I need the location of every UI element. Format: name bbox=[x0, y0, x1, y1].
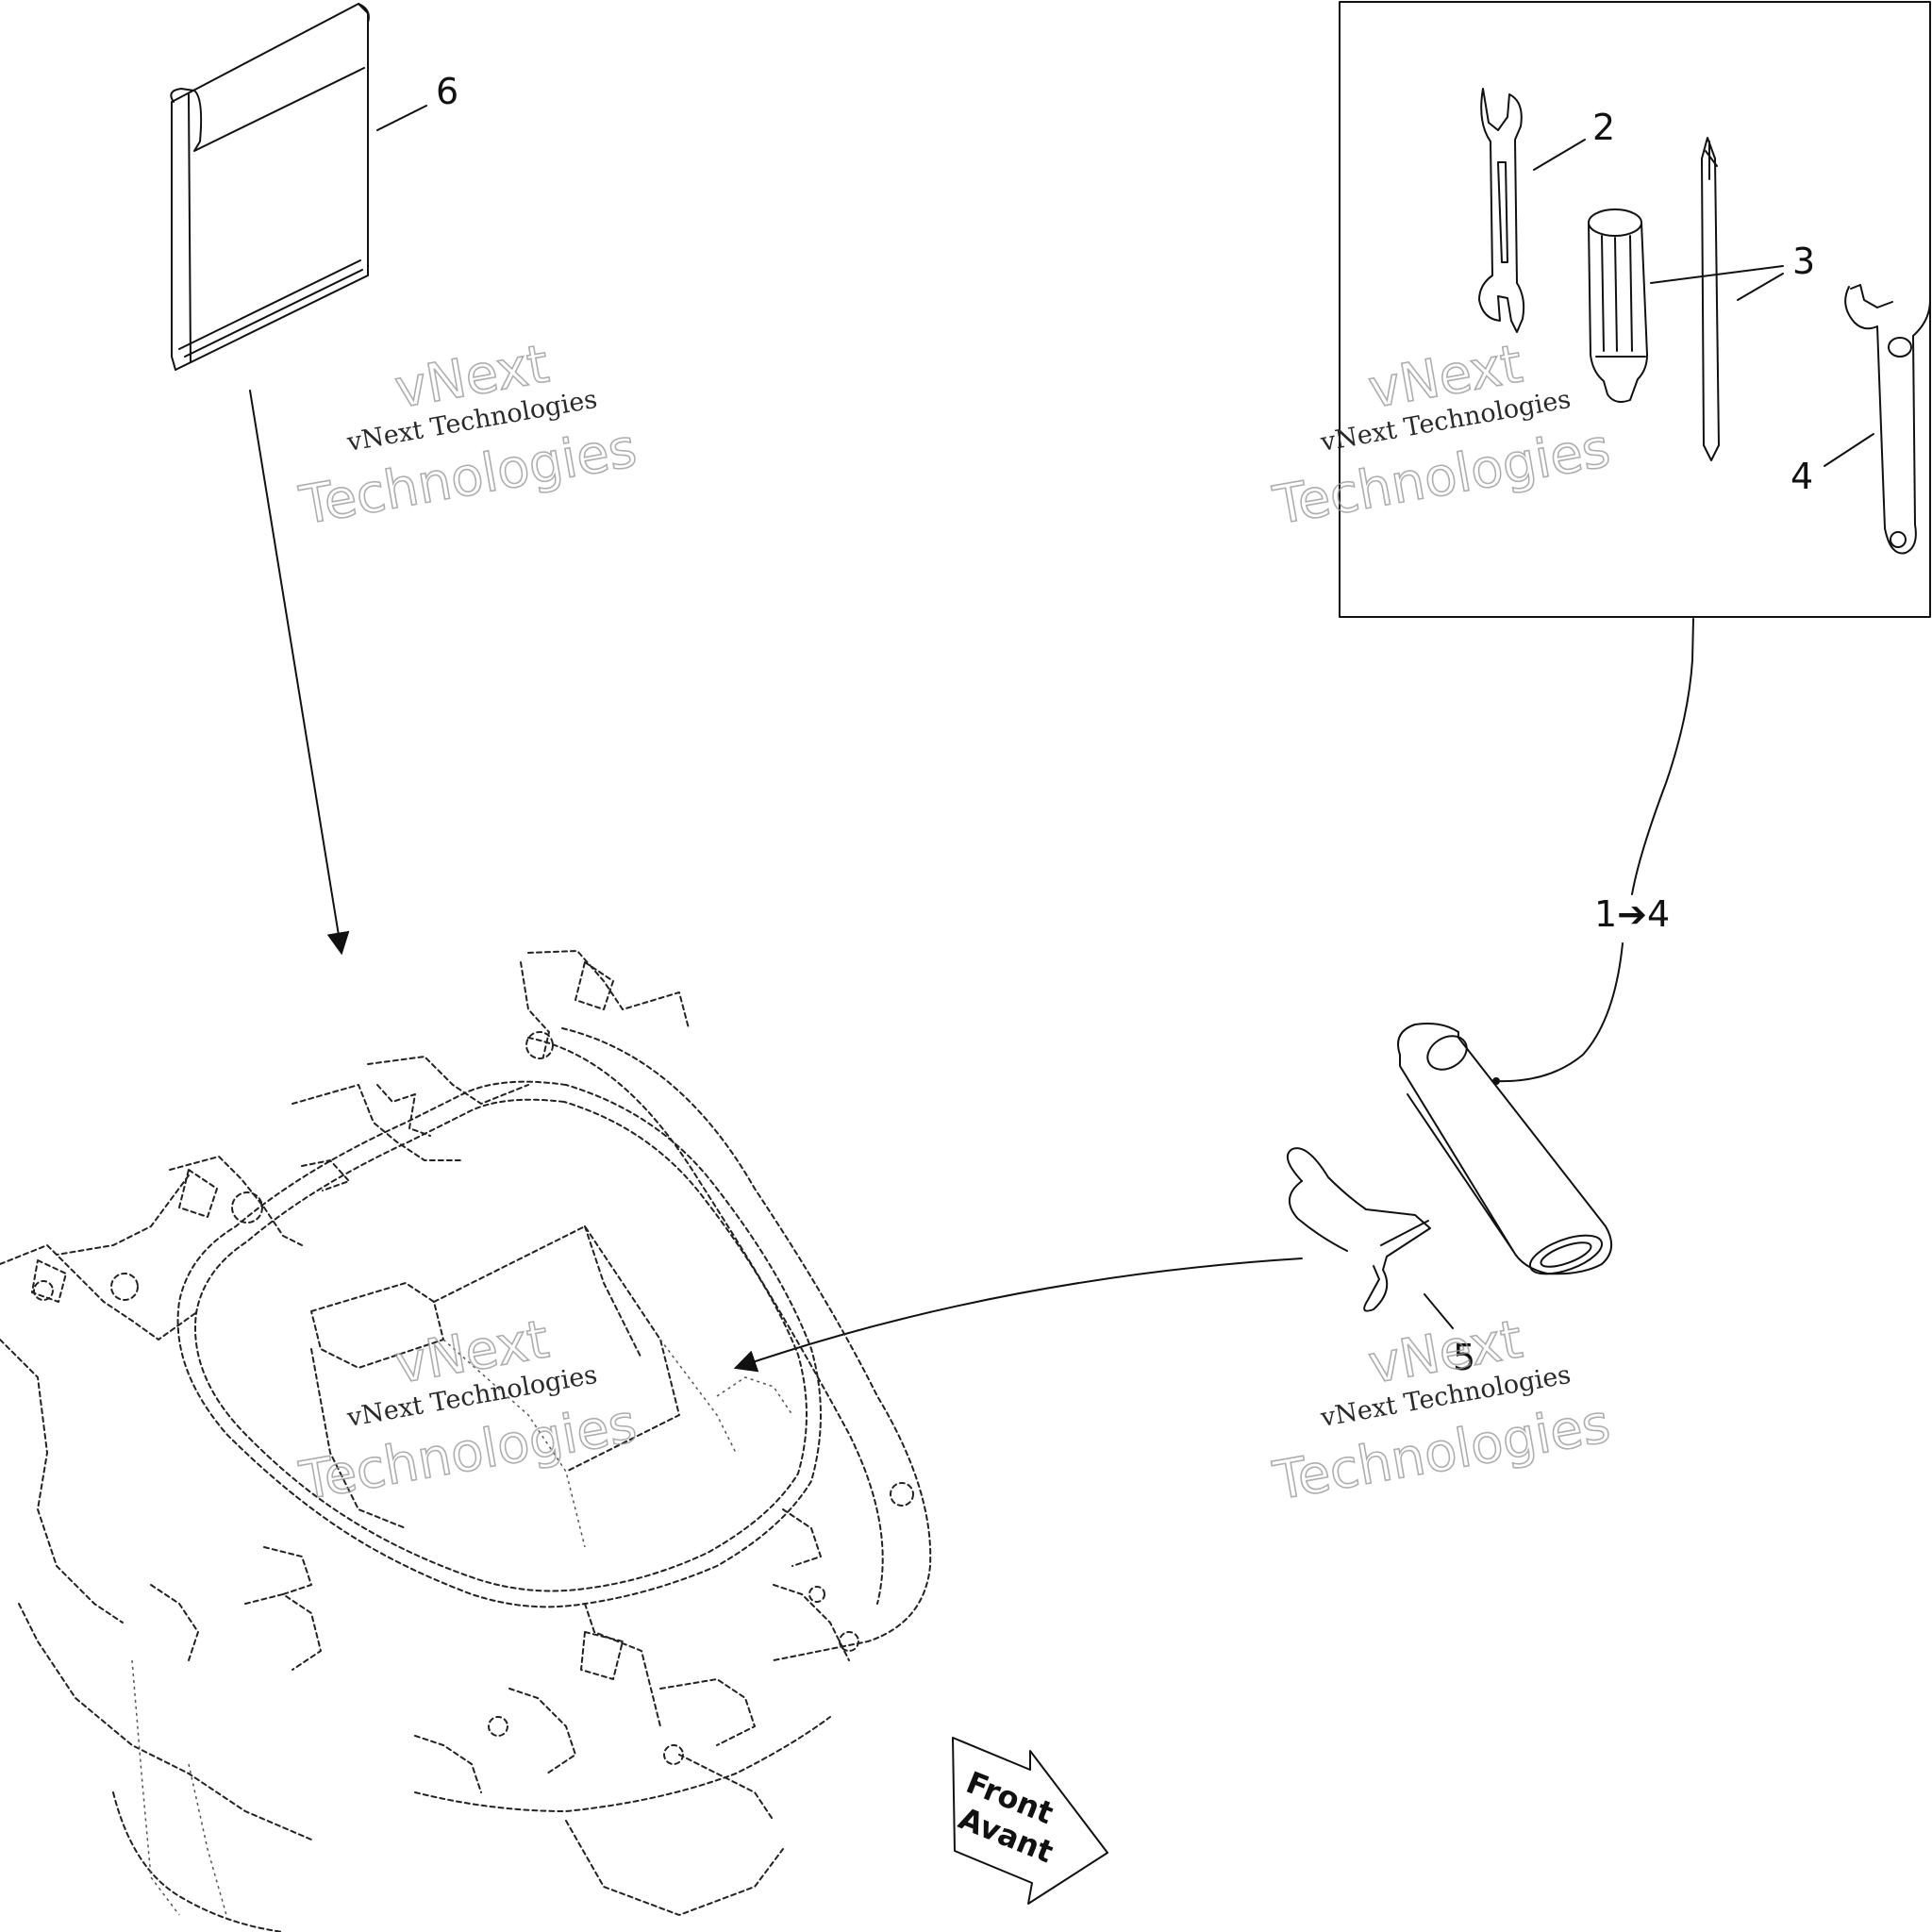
spanner-wrench bbox=[1844, 284, 1931, 555]
callout-2: 2 bbox=[1592, 107, 1615, 148]
arrow-6 bbox=[249, 390, 350, 956]
open-end-wrench bbox=[1478, 88, 1525, 333]
watermark-2: vNext vNext Technologies Technologies bbox=[1268, 333, 1615, 538]
leader-2 bbox=[1533, 139, 1586, 171]
document-pouch bbox=[170, 3, 370, 371]
storage-compartment bbox=[0, 950, 932, 1932]
screwdriver-bit bbox=[1701, 137, 1720, 461]
tool-tube bbox=[1397, 1023, 1612, 1275]
kit-leader-lower bbox=[1495, 942, 1624, 1083]
retaining-clip bbox=[1286, 1147, 1431, 1312]
front-direction-arrow: Front Avant bbox=[952, 1737, 1108, 1905]
watermark-1: vNext vNext Technologies Technologies bbox=[294, 333, 641, 538]
watermark-3: vNext vNext Technologies Technologies bbox=[294, 1308, 641, 1513]
callout-4: 4 bbox=[1790, 456, 1813, 497]
kit-leader-upper bbox=[1631, 618, 1694, 895]
leader-6 bbox=[376, 105, 427, 131]
tool-kit-box bbox=[1339, 1, 1931, 618]
leader-3a bbox=[1650, 265, 1784, 284]
leader-4 bbox=[1824, 433, 1874, 467]
screwdriver-handle bbox=[1588, 208, 1648, 403]
leader-5 bbox=[1424, 1293, 1454, 1329]
callout-5: 5 bbox=[1453, 1337, 1475, 1378]
callout-6: 6 bbox=[436, 71, 458, 112]
watermark-4: vNext vNext Technologies Technologies bbox=[1268, 1308, 1615, 1513]
callout-3: 3 bbox=[1792, 241, 1815, 282]
leader-3b bbox=[1737, 273, 1784, 301]
callout-kit: 1➔4 bbox=[1594, 893, 1670, 935]
arrow-5 bbox=[733, 1257, 1303, 1373]
